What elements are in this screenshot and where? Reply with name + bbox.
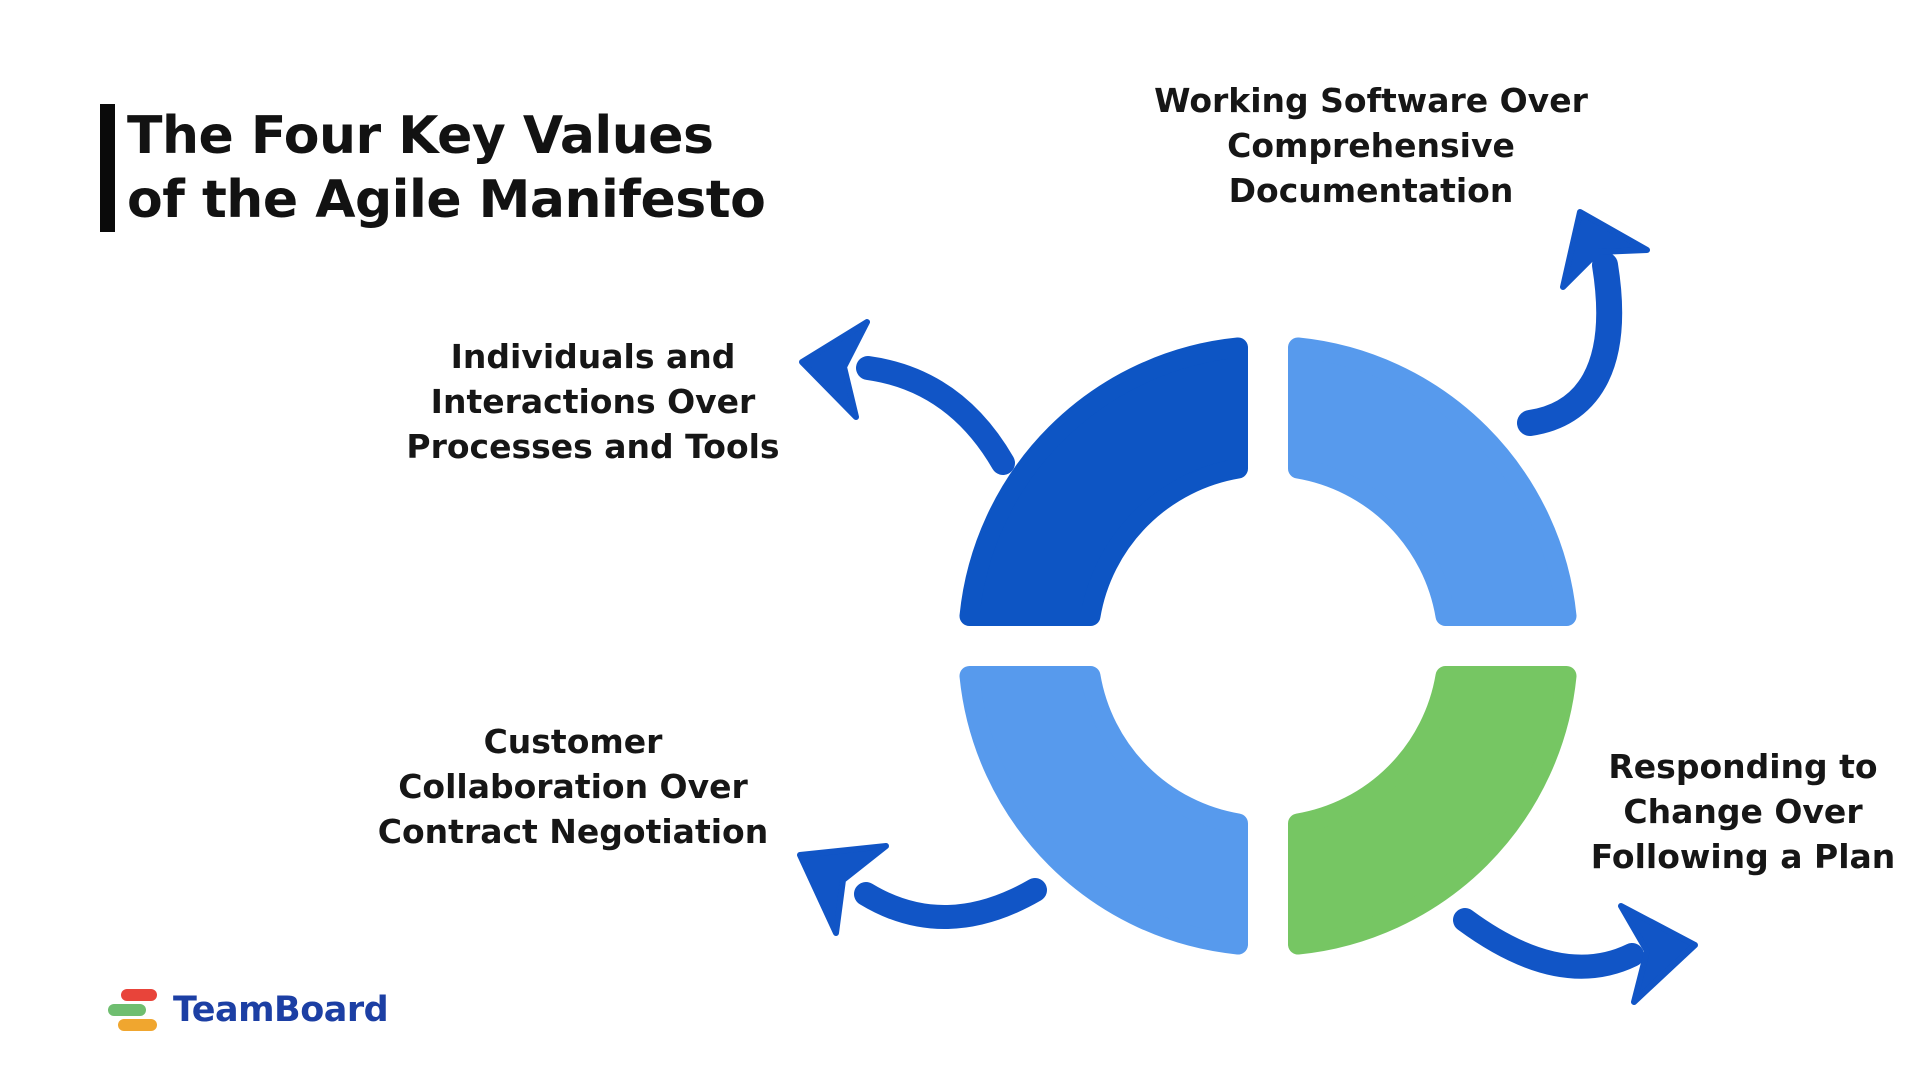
arrow-to-customer-collaboration bbox=[797, 843, 1047, 936]
logo-bar-orange bbox=[118, 1019, 157, 1031]
segment-label-customer-collaboration: Customer Collaboration Over Contract Neg… bbox=[377, 722, 769, 851]
title-accent-bar bbox=[100, 104, 115, 232]
teamboard-logo: TeamBoard bbox=[108, 982, 389, 1038]
segment-customer-collaboration bbox=[959, 666, 1248, 955]
segment-label-responding-change: Responding to Change Over Following a Pl… bbox=[1590, 747, 1896, 876]
arrow-head-icon bbox=[797, 843, 889, 936]
arrow-head-icon bbox=[1560, 209, 1650, 290]
arrow-shaft bbox=[1453, 908, 1644, 979]
arrow-to-responding-change bbox=[1453, 903, 1698, 1005]
arrow-shaft bbox=[856, 356, 1015, 475]
segment-label-individuals-interactions: Individuals and Interactions Over Proces… bbox=[406, 337, 780, 466]
segment-working-software bbox=[1288, 337, 1577, 626]
arrow-shaft bbox=[1517, 252, 1623, 436]
arrow-to-individuals bbox=[799, 319, 1015, 475]
segment-individuals-interactions bbox=[959, 337, 1248, 626]
arrow-head-icon bbox=[1618, 903, 1698, 1005]
segment-label-working-software: Working Software Over Comprehensive Docu… bbox=[1154, 81, 1588, 210]
arrow-head-icon bbox=[799, 319, 870, 420]
arrow-to-working-software bbox=[1517, 209, 1650, 436]
segment-responding-change bbox=[1288, 666, 1577, 955]
teamboard-logo-text: TeamBoard bbox=[173, 990, 389, 1030]
logo-bar-red bbox=[121, 989, 157, 1001]
logo-bar-green bbox=[108, 1004, 146, 1016]
page-title: The Four Key Values of the Agile Manifes… bbox=[127, 106, 766, 230]
title-block: The Four Key Values of the Agile Manifes… bbox=[100, 104, 766, 232]
donut-ring bbox=[959, 337, 1577, 955]
teamboard-logo-icon bbox=[108, 989, 157, 1031]
arrow-shaft bbox=[854, 878, 1047, 929]
